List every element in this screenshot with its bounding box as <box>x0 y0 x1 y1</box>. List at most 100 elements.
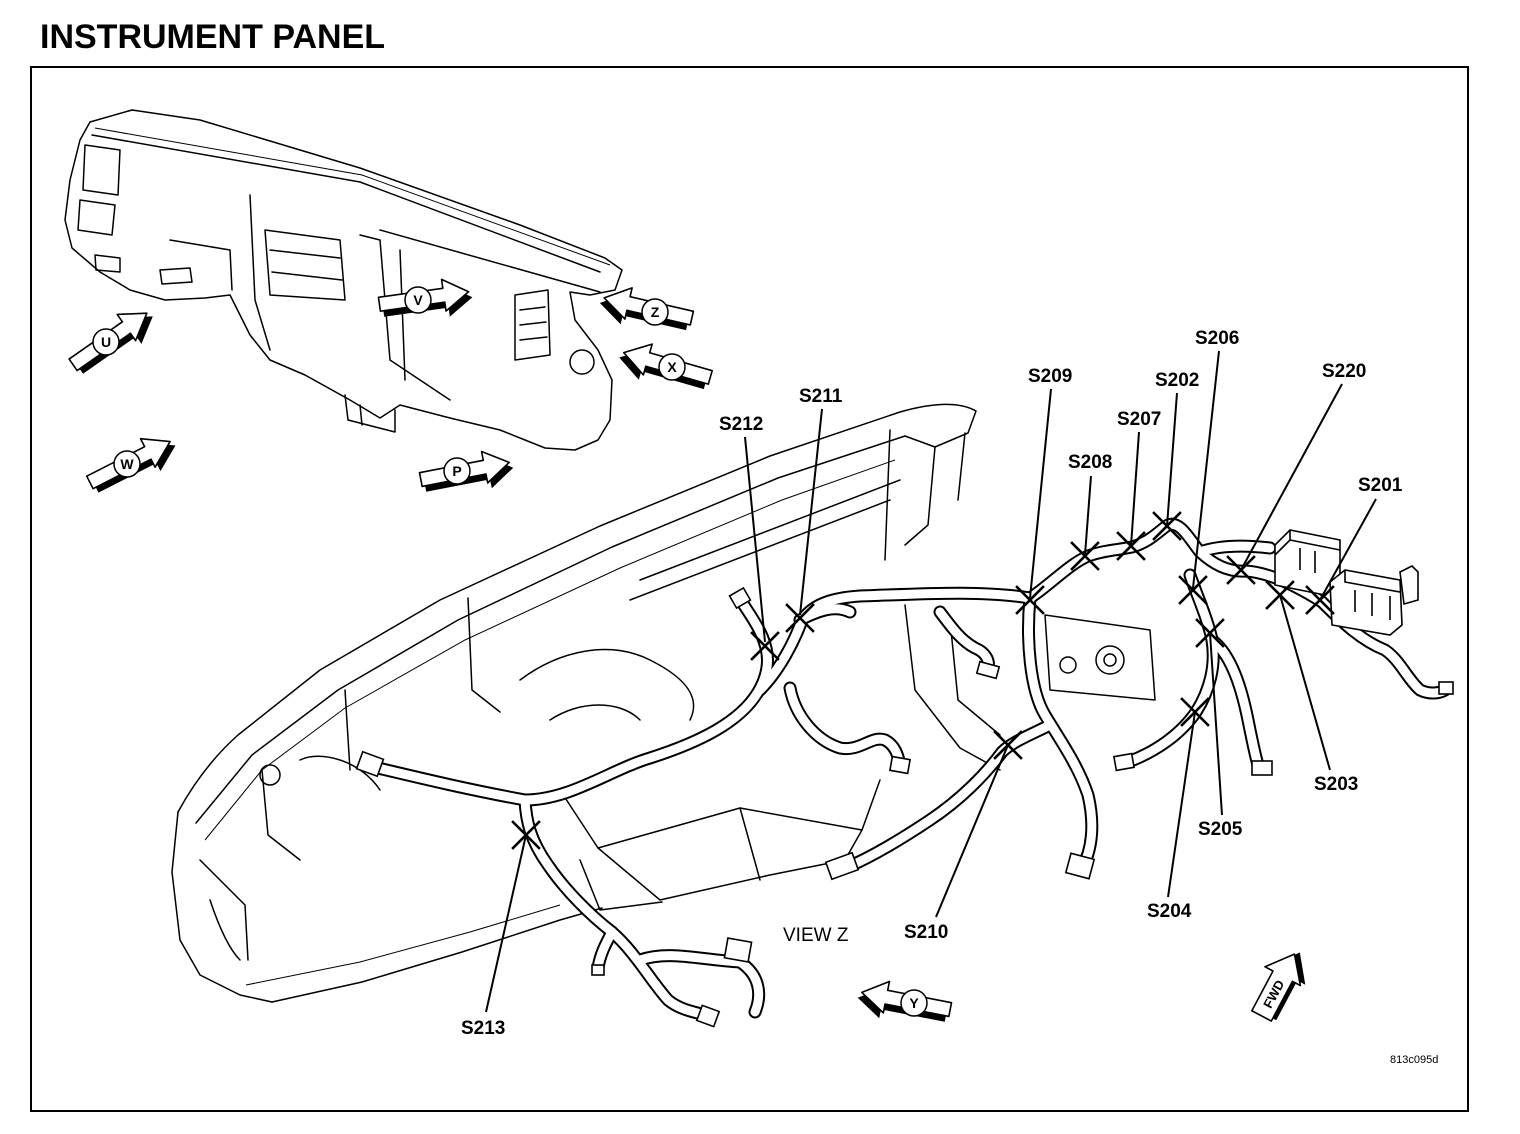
splice-marker-s213 <box>511 820 541 850</box>
connector-lower-branch <box>824 851 860 881</box>
connector-upper-left <box>728 586 752 610</box>
splice-label-s210: S210 <box>904 922 948 943</box>
overview-cluster-openings <box>77 144 121 236</box>
panel-bottom-edge <box>271 907 603 1003</box>
panel-left-details <box>299 755 381 791</box>
splice-label-s205: S205 <box>1198 819 1243 840</box>
overview-top-edge <box>91 134 601 273</box>
leader-line-s204 <box>1167 711 1196 898</box>
view-arrow-w-letter: W <box>120 456 134 472</box>
junction-block-right <box>1329 569 1403 636</box>
splice-marker-s208 <box>1070 541 1100 571</box>
panel-hvac-duct <box>519 648 695 721</box>
splice-marker-s220 <box>1226 555 1256 585</box>
panel-cross-bar <box>629 479 901 601</box>
connector-right-drop <box>1112 752 1136 772</box>
panel-outer-rim <box>177 403 977 813</box>
view-arrow-u-circle <box>92 328 120 356</box>
leader-line-s201 <box>1319 498 1377 601</box>
panel-detail-drawing <box>171 403 1156 1003</box>
panel-left-hole <box>259 764 281 786</box>
splice-marker-s210 <box>993 730 1023 760</box>
splice-label-s211: S211 <box>799 386 843 407</box>
view-arrow-z-letter: Z <box>651 304 660 320</box>
panel-right-plate <box>1044 614 1156 701</box>
view-arrow-p-letter: P <box>452 463 461 479</box>
leader-line-s212 <box>744 436 766 643</box>
overview-upper-line <box>94 127 611 266</box>
splice-label-s206: S206 <box>1195 328 1239 349</box>
panel-inner-rim <box>195 435 936 824</box>
connector-center-lower <box>1064 852 1096 880</box>
panel-lower-bracket <box>559 779 881 911</box>
panel-floor-plate <box>597 807 863 901</box>
overview-round-opening <box>569 349 595 375</box>
panel-overview-drawing <box>64 109 623 451</box>
splice-label-s202: S202 <box>1155 370 1199 391</box>
view-arrow-y-letter: Y <box>909 995 919 1011</box>
panel-bottom-strip <box>245 904 561 986</box>
leader-line-s213 <box>485 834 527 1013</box>
panel-left-face <box>171 811 273 1003</box>
splice-label-s204: S204 <box>1147 901 1192 922</box>
forward-arrow: FWD <box>1251 952 1306 1022</box>
page-title: INSTRUMENT PANEL <box>40 18 385 56</box>
forward-arrow-body <box>1251 953 1302 1022</box>
leader-line-s220 <box>1240 383 1343 571</box>
leader-line-s208 <box>1084 475 1092 556</box>
view-arrow-y-circle <box>900 989 928 1017</box>
connector-left-stub <box>591 964 605 976</box>
splice-marker-s207 <box>1116 531 1146 561</box>
splice-label-s212: S212 <box>719 414 763 435</box>
panel-center-stack <box>904 604 1001 771</box>
connector-upper-loop <box>975 660 1001 680</box>
view-arrow-z: Z <box>599 287 695 331</box>
figure-code: 813c095d <box>1390 1054 1438 1066</box>
view-z-label: VIEW Z <box>783 925 849 946</box>
view-arrow-x-letter: X <box>667 359 677 375</box>
splice-marker-s203 <box>1265 580 1295 610</box>
splice-marker-s206 <box>1178 575 1208 605</box>
splice-label-s213: S213 <box>461 1018 505 1039</box>
panel-vertical-members <box>261 597 501 861</box>
view-arrow-w: W <box>85 437 176 493</box>
view-arrow-v-letter: V <box>413 292 423 308</box>
overview-bracket <box>344 394 396 433</box>
splice-marker-s202 <box>1152 511 1182 541</box>
harness-left-trunk <box>378 602 768 800</box>
view-arrow-x: X <box>619 343 713 390</box>
connectors <box>355 529 1454 1028</box>
view-arrow-w-circle <box>113 450 141 478</box>
splice-marker-s212 <box>750 631 780 661</box>
view-arrow-u-letter: U <box>101 334 111 350</box>
splice-marker-s201 <box>1305 585 1335 615</box>
splice-marker-s211 <box>785 603 815 633</box>
view-arrow-z-circle <box>641 298 669 326</box>
panel-plate-hole-inner <box>1103 653 1117 667</box>
connector-left-drop <box>695 1004 721 1028</box>
diagram-frame <box>30 66 1469 1112</box>
panel-left-pocket <box>199 859 249 961</box>
connector-right-lower <box>1251 760 1273 776</box>
panel-plate-hole-large <box>1095 645 1125 675</box>
splice-label-s201: S201 <box>1358 475 1403 496</box>
harness-lower-branch-outline <box>850 725 1050 866</box>
harness-right-drop <box>1128 575 1213 762</box>
view-arrow-u: U <box>68 312 153 374</box>
overview-outline <box>64 109 623 451</box>
splice-callouts: S212 S211 S209 S208 S207 S202 S206 S220 … <box>461 328 1403 1039</box>
splice-label-s207: S207 <box>1117 409 1161 430</box>
splice-marker-s204 <box>1180 697 1210 727</box>
splice-label-s209: S209 <box>1028 366 1072 387</box>
view-arrow-y: Y <box>857 980 953 1022</box>
overview-left-details <box>94 239 233 291</box>
leader-line-s211 <box>799 408 823 616</box>
splice-marker-s205 <box>1195 618 1225 648</box>
splice-label-s220: S220 <box>1322 361 1366 382</box>
view-arrow-p: P <box>418 450 514 492</box>
leader-line-s205 <box>1209 632 1223 816</box>
view-arrow-v: V <box>377 278 473 317</box>
connector-left-end <box>355 750 385 778</box>
relay-module <box>1399 565 1419 606</box>
